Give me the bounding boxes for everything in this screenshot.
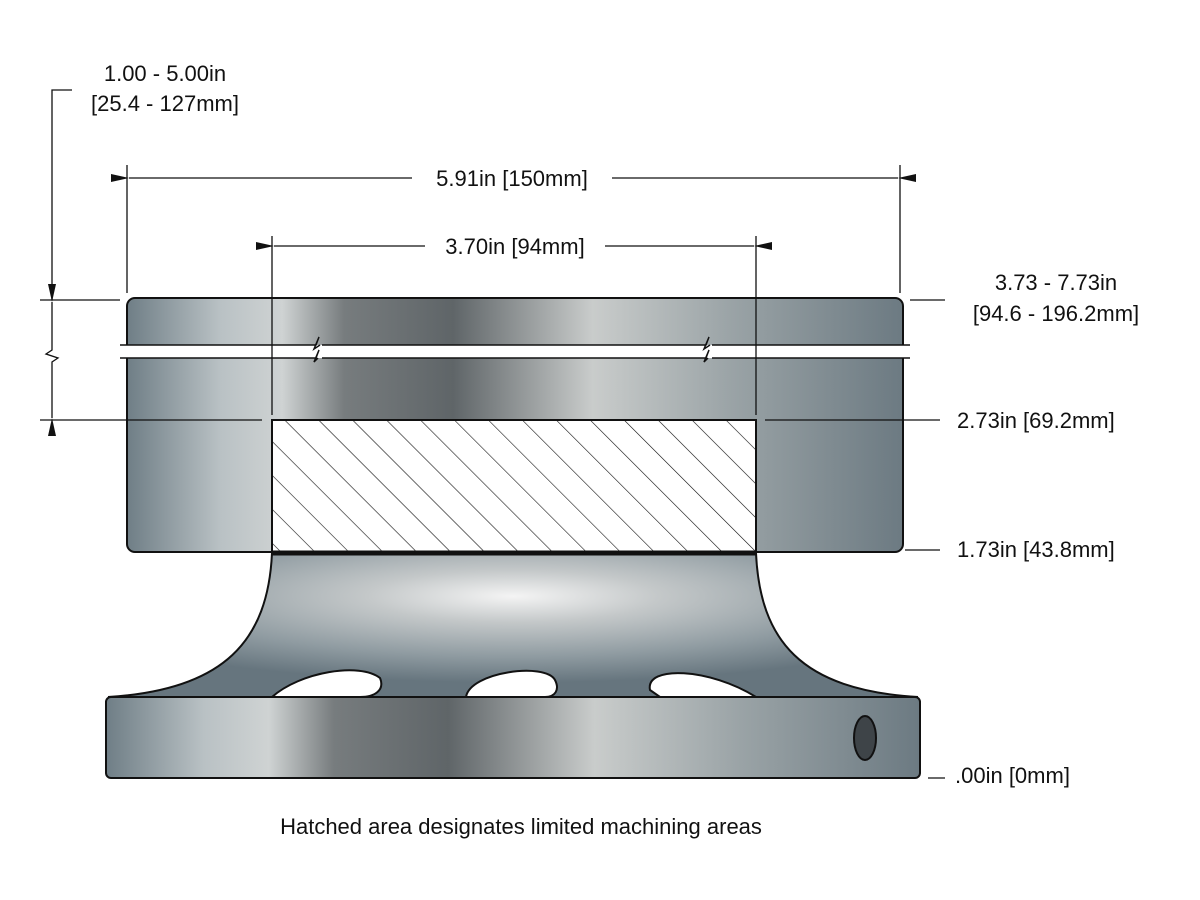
- hatch-bottom-label: 1.73in [43.8mm]: [957, 537, 1115, 562]
- inner-width-label: 3.70in [94mm]: [445, 234, 584, 259]
- top-height-in-label: 3.73 - 7.73in: [995, 270, 1117, 295]
- overall-width-label: 5.91in [150mm]: [436, 166, 588, 191]
- base-flange: [105, 696, 921, 779]
- stroke-range-in-label: 1.00 - 5.00in: [104, 61, 226, 86]
- stroke-range-mm-label: [25.4 - 127mm]: [91, 91, 239, 116]
- caption: Hatched area designates limited machinin…: [280, 814, 762, 839]
- slot: [269, 669, 383, 698]
- slot: [464, 669, 558, 698]
- top-height-mm-label: [94.6 - 196.2mm]: [973, 301, 1139, 326]
- base-label: .00in [0mm]: [955, 763, 1070, 788]
- side-hole: [853, 715, 877, 761]
- hatch-top-label: 2.73in [69.2mm]: [957, 408, 1115, 433]
